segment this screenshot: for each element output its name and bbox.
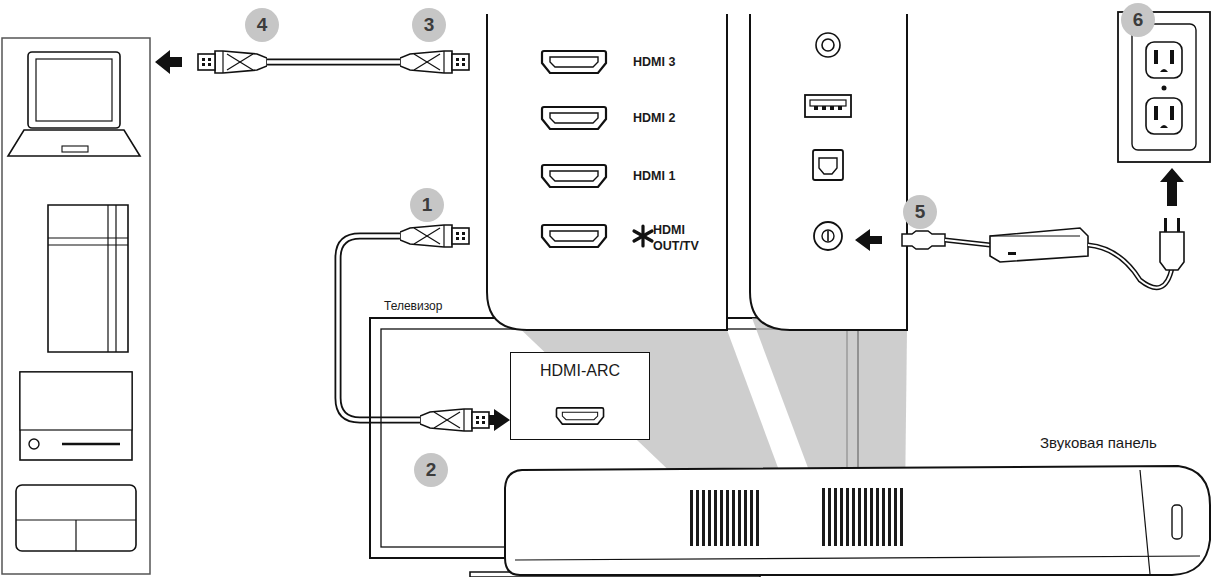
power-adapter-part: [902, 231, 945, 249]
callout-number: 6: [1121, 3, 1155, 37]
port-panel-part: [542, 165, 606, 187]
wall-outlet-part: [1162, 86, 1167, 91]
power-adapter-part: [990, 228, 1088, 262]
power-adapter-part: [1164, 218, 1167, 232]
port-label: HDMI-ARC: [511, 363, 649, 379]
hdmi-cable-part: [198, 51, 267, 73]
hdmi-plug-part: [400, 225, 469, 247]
port-panel-rear-part: [805, 95, 851, 117]
callout-number: 1: [410, 188, 444, 222]
device-column-part: [16, 485, 136, 551]
device-column-part: [75, 520, 76, 551]
wall-outlet-part: [1170, 50, 1174, 64]
hdmi-cable-part: [155, 50, 182, 74]
port-panel-part: [542, 107, 606, 129]
cable-part: [338, 236, 484, 420]
port-panel-rear-part: [813, 150, 843, 180]
callout-number: 2: [414, 453, 448, 487]
hdmi-cable-part: [262, 59, 404, 66]
port-box: HDMI-ARC: [510, 352, 650, 440]
device-column: [2, 38, 150, 574]
port-panel-rear-part: [822, 39, 834, 51]
hdmi-cable: [155, 50, 532, 74]
power-adapter-part: [1160, 168, 1184, 206]
hdmi-cable-part: [400, 51, 469, 73]
port-panel-rear-part: [816, 33, 840, 57]
port-panel-labels: HDMI 3 HDMI 2 HDMI 1 HDMI OUT/TV: [487, 15, 727, 330]
port-panel-rear-part: [814, 106, 818, 110]
port-panel-part-part: [634, 231, 652, 241]
port-panel-part: [542, 225, 606, 247]
power-adapter: [855, 168, 1184, 288]
wall-outlet-part: [1160, 69, 1168, 72]
hdmi-port: [555, 405, 605, 427]
port-panel-part: [634, 226, 652, 246]
port-label: HDMI 1: [633, 168, 675, 184]
wall-outlet-part: [1170, 106, 1174, 120]
device-column-part: [8, 130, 140, 156]
port-panel-rear-part: [810, 100, 846, 106]
soundbar-part: [690, 490, 760, 546]
device-column-part: [48, 205, 128, 352]
port-panel-rear-part: [822, 230, 834, 242]
power-adapter-part: [945, 240, 990, 245]
power-adapter-part: [855, 229, 882, 251]
wall-outlet-part: [1154, 50, 1158, 64]
tv-box: ТелевизорHDMI-ARC: [370, 318, 858, 558]
callout-number: 3: [412, 8, 446, 42]
port-label: HDMI 3: [633, 54, 675, 70]
device-column-part: [28, 52, 120, 128]
callout-number: 5: [903, 195, 937, 229]
device-column-part: [115, 205, 116, 352]
hdmi-plug: [400, 225, 489, 431]
hdmi-plug-part: [420, 409, 489, 431]
soundbar: [505, 466, 1210, 575]
power-adapter-part: [1160, 232, 1184, 270]
port-panel-rear-part: [838, 106, 842, 110]
port-panel-rear-part: [830, 106, 834, 110]
port-panel-rear: [750, 14, 907, 330]
soundbar-part: [515, 556, 1200, 560]
soundbar-part: [505, 466, 1210, 575]
port-panel-rear-part: [822, 106, 826, 110]
power-adapter-part: [1177, 218, 1180, 232]
port-panel-rear-part: [827, 231, 829, 241]
device-column-part: [62, 146, 88, 152]
port-panel-part: [487, 14, 727, 330]
device-column-part: [36, 59, 112, 121]
wall-outlet-part: [1146, 42, 1182, 78]
part-label: Звуковая панель: [1040, 434, 1157, 451]
wall-outlet-part: [1146, 98, 1182, 134]
device-column-part: [20, 372, 132, 460]
device-column-part: [2, 38, 150, 574]
power-adapter-part: [990, 236, 1080, 237]
cable-part: [338, 236, 484, 420]
power-adapter-part: [1008, 252, 1016, 255]
port-panel-part: [542, 51, 606, 73]
device-column-part: [20, 372, 132, 430]
port-panel-rear-part: [819, 158, 837, 174]
wall-outlet-part: [1132, 24, 1196, 150]
port-label: HDMI 2: [633, 110, 675, 126]
wall-outlet-part: [1154, 106, 1158, 120]
device-column-part: [107, 205, 108, 352]
hdmi-cable-part: [262, 60, 404, 63]
port-panel-rear-part: [750, 14, 907, 330]
port-panel: [487, 14, 727, 330]
hdmi-port-shape: [556, 408, 603, 424]
device-column-part: [62, 443, 120, 446]
soundbar-part: [1172, 505, 1182, 539]
port-panel-rear-part: [814, 222, 842, 250]
port-panel-part-part: [634, 231, 652, 241]
port-label: HDMI OUT/TV: [653, 222, 705, 254]
callout-number: 4: [245, 8, 279, 42]
wall-outlet-part: [1160, 125, 1168, 128]
soundbar-part: [820, 488, 906, 546]
power-adapter-part: [945, 240, 990, 245]
device-column-part: [29, 439, 39, 449]
node-heading: Телевизор: [384, 298, 442, 314]
soundbar-part: [1140, 470, 1150, 574]
